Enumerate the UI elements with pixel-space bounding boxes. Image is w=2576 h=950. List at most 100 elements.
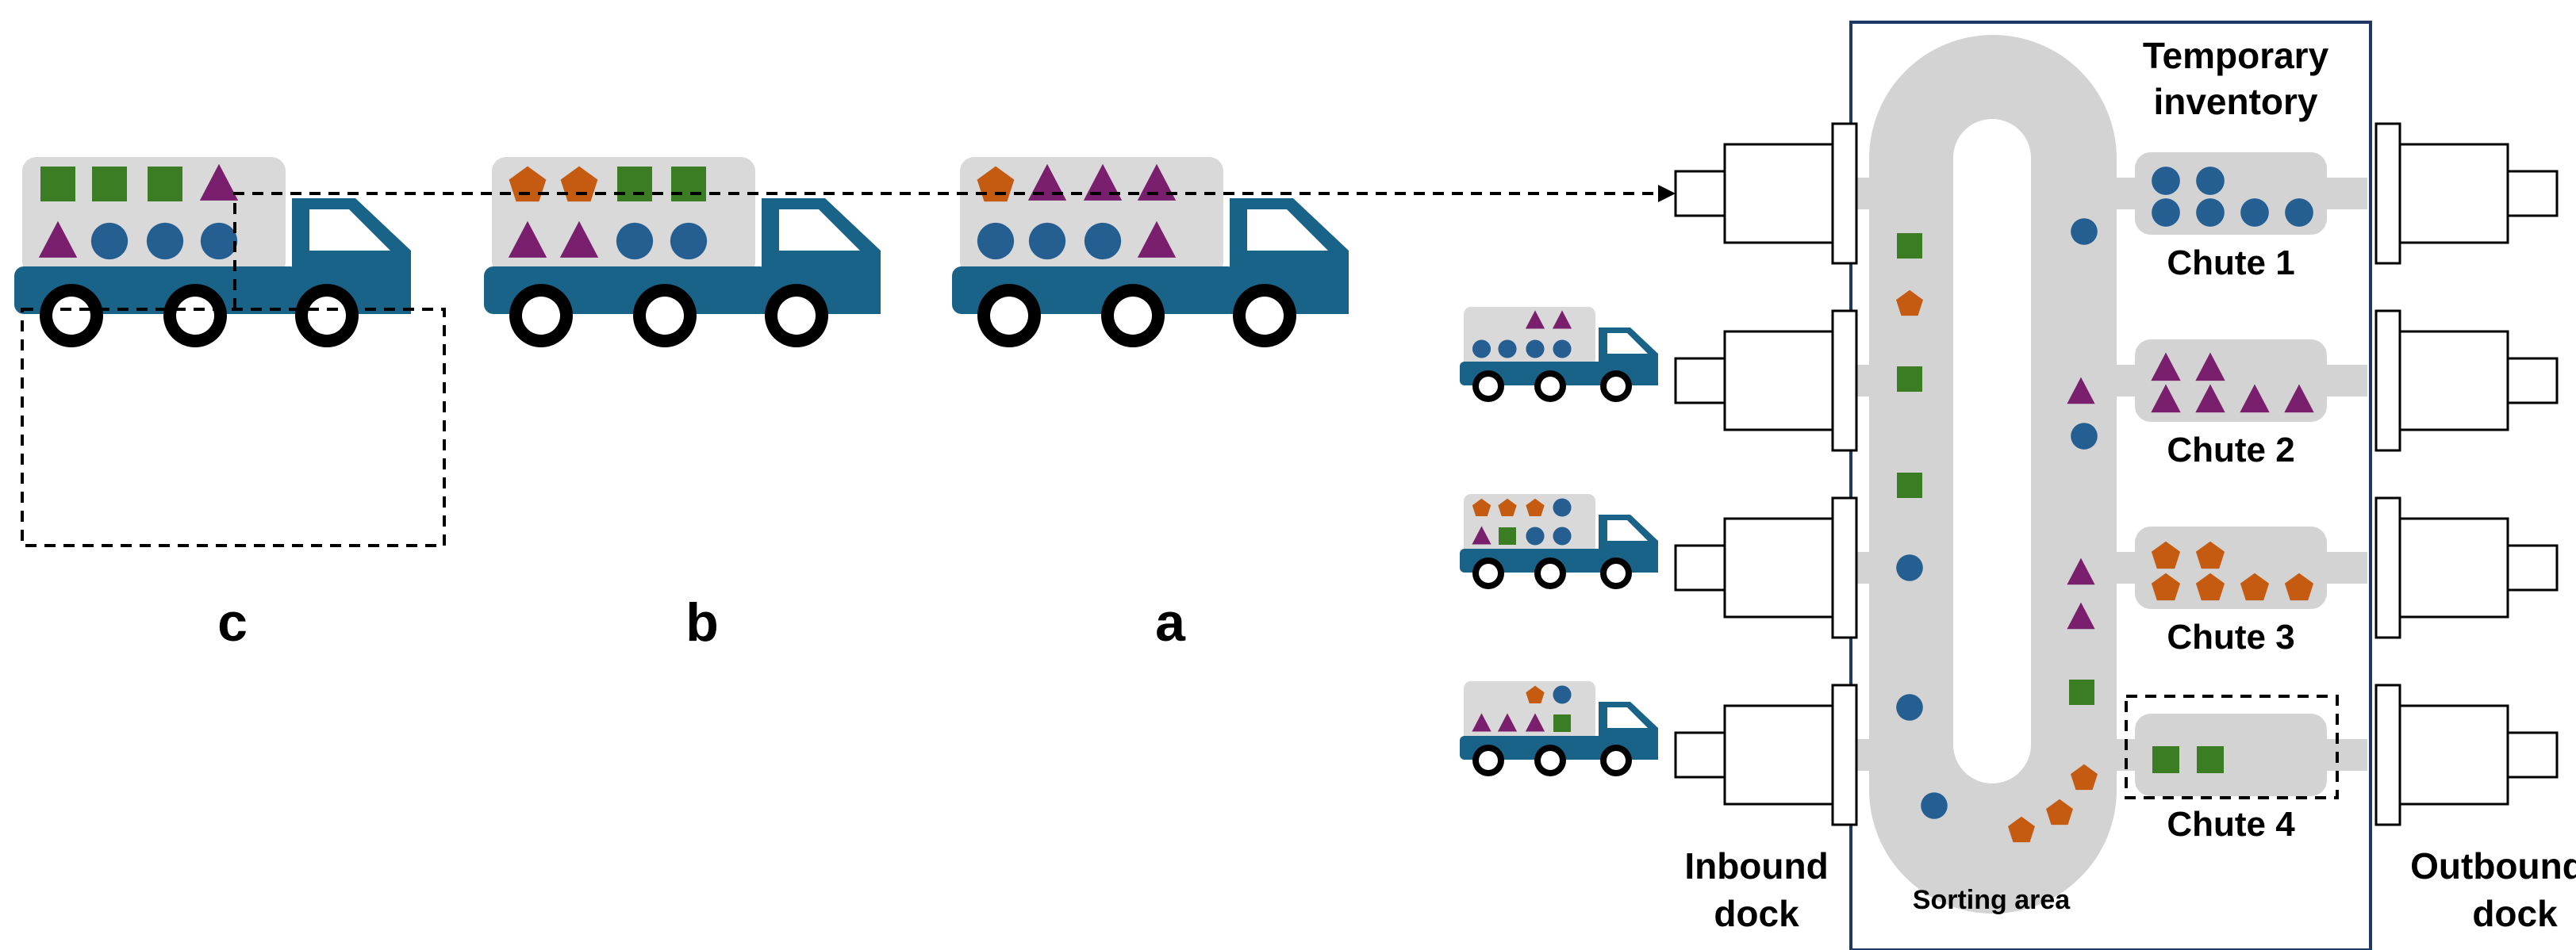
dock-frame (2374, 309, 2401, 452)
square-item (92, 167, 127, 201)
docks (1674, 122, 2559, 826)
outbound-dock-2 (2374, 309, 2559, 452)
truck-window (1247, 209, 1328, 251)
triangle-item (2151, 384, 2181, 413)
circle-item (1896, 554, 1923, 581)
triangle-item (1552, 310, 1572, 329)
dock-small-block (1674, 544, 1726, 592)
square-item (671, 167, 706, 201)
triangle-item (559, 220, 599, 258)
triangle-item (199, 163, 239, 201)
circle-item (90, 222, 129, 260)
truck-label-b: b (685, 592, 719, 653)
chute-bin (2135, 152, 2327, 235)
pentagon-item (2195, 573, 2225, 601)
dock-door (2398, 704, 2509, 806)
chute-label: Chute 1 (2167, 243, 2294, 282)
dock-door (1723, 517, 1834, 619)
dock-door (1723, 704, 1834, 806)
circle-item (1498, 339, 1517, 358)
docked-truck-2 (1460, 494, 1658, 589)
labels: Temporary inventory Inbound dock Outboun… (1684, 35, 2576, 934)
square-item (148, 167, 182, 201)
pentagon-item (1526, 498, 1545, 517)
pentagon-item (1498, 498, 1517, 517)
queued-truck-b (484, 157, 881, 347)
arrival-arrow-path (233, 192, 1658, 309)
square-item (40, 167, 75, 201)
docked-trucks (1460, 307, 1658, 776)
pentagon-item (2046, 799, 2073, 826)
triangle-item (1137, 163, 1177, 201)
queued-truck-c (14, 157, 411, 347)
triangle-item (2195, 352, 2225, 381)
truck-window (309, 209, 390, 251)
dock-small-block (2506, 170, 2559, 217)
chute-label: Chute 4 (2167, 805, 2295, 844)
square-item (1499, 527, 1516, 545)
truck-wheel-hub (1246, 297, 1284, 335)
triangle-item (2067, 377, 2095, 404)
square-item (2069, 680, 2094, 705)
circle-item (146, 222, 184, 260)
circle-item (1896, 694, 1923, 721)
truck-wheel-hub (52, 297, 90, 335)
triangle-item (1472, 526, 1491, 545)
triangle-item (1525, 310, 1545, 329)
circle-item (2196, 167, 2225, 195)
dock-door (2398, 330, 2509, 431)
chute-4: Chute 4 (2125, 695, 2339, 844)
triangle-item (38, 220, 78, 258)
inbound-dock-4 (1674, 684, 1858, 826)
chute-1: Chute 1 (2135, 152, 2327, 282)
arrow-head (1658, 185, 1676, 202)
dock-door (1723, 330, 1834, 431)
pentagon-item (2195, 541, 2225, 569)
triangle-item (1027, 163, 1067, 201)
truck-window (1607, 333, 1648, 354)
triangle-item (2151, 352, 2181, 381)
selected-truck-frame (21, 308, 446, 547)
pentagon-item (1472, 498, 1491, 517)
inbound-dock-3 (1674, 496, 1858, 639)
chute-label: Chute 2 (2167, 431, 2294, 469)
triangle-item (508, 220, 547, 258)
square-item (1553, 714, 1571, 732)
circle-item (1553, 339, 1572, 358)
square-item (2152, 746, 2179, 773)
circle-item (977, 222, 1015, 260)
circle-item (2152, 198, 2180, 227)
queued-truck-a (952, 157, 1349, 347)
inbound-dock-1 (1674, 122, 1858, 265)
circle-item (1526, 527, 1545, 546)
triangle-item (2195, 384, 2225, 413)
pentagon-item (2071, 764, 2098, 791)
dock-small-block (2506, 544, 2559, 592)
chute-bin (2135, 527, 2327, 609)
pentagon-item (2284, 573, 2314, 601)
temporary-inventory-label-line1: Temporary (2143, 35, 2329, 76)
triangle-item (2240, 384, 2270, 413)
temporary-inventory-label-line2: inventory (2153, 81, 2317, 122)
truck-wheel-hub (1607, 564, 1626, 583)
circle-item (1526, 339, 1545, 358)
sorting-area-label: Sorting area (1913, 885, 2071, 915)
truck-wheel-hub (308, 297, 346, 335)
dock-frame (1831, 684, 1858, 826)
loop-conveyor-inner (1953, 119, 2031, 783)
arrival-arrow (233, 185, 1676, 309)
pentagon-item (560, 166, 598, 202)
dock-frame (2374, 684, 2401, 826)
square-item (1897, 233, 1922, 259)
truck-wheel-hub (1541, 564, 1560, 583)
square-item (1897, 366, 1922, 392)
dock-small-block (1674, 731, 1726, 779)
circle-item (1084, 222, 1122, 260)
dock-small-block (2506, 731, 2559, 779)
truck-window (1607, 707, 1648, 728)
inbound-dock-2 (1674, 309, 1858, 452)
truck-wheel-hub (1479, 751, 1498, 770)
circle-item (2152, 167, 2180, 195)
truck-wheel-hub (1114, 297, 1152, 335)
